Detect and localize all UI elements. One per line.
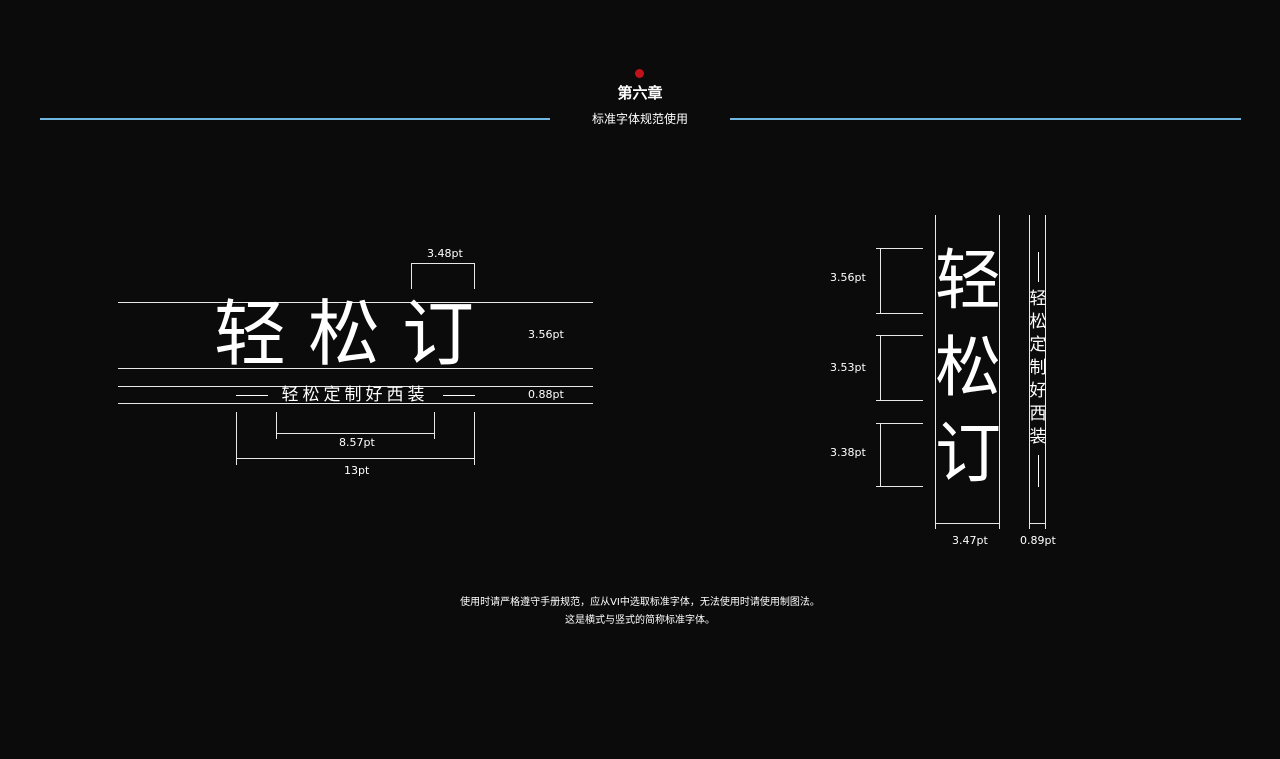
dim-logo-width-label: 3.47pt (952, 534, 988, 547)
guide-slogan-bottom (118, 403, 593, 404)
logo-vertical-char: 订 (935, 415, 1001, 492)
guide-logo-right (999, 215, 1000, 529)
logo-vertical-char: 松 (935, 329, 1001, 406)
logo-horizontal: 轻松订 (213, 292, 496, 376)
bracket2-bar (880, 335, 881, 401)
dim-slogan-bar (276, 433, 435, 434)
dim-slogan-height-label: 0.88pt (528, 388, 564, 401)
slogan-v-dash-bottom (1038, 455, 1039, 487)
guide-logo-left (935, 215, 936, 529)
dim-top-right-tick (474, 263, 475, 289)
slogan-vertical-char: 定 (1029, 335, 1047, 355)
dim-logo-width-bar (935, 523, 1000, 524)
slogan-v-dash-top (1038, 252, 1039, 282)
bracket1-bottom (876, 313, 923, 314)
guide-slogan-top (118, 386, 593, 387)
guide-logo-bottom (118, 368, 593, 369)
dim-char1-label: 3.56pt (830, 271, 866, 284)
dim-slogan-left-tick (276, 412, 277, 439)
dim-top-bar (411, 263, 475, 264)
bracket1-top (876, 248, 923, 249)
dim-slogan-right-tick (434, 412, 435, 439)
dim-total-bar (236, 458, 475, 459)
slogan-vertical-char: 松 (1029, 312, 1047, 332)
slogan-vertical-char: 好 (1029, 381, 1047, 401)
bracket2-bottom (876, 400, 923, 401)
dim-total-left-tick (236, 412, 237, 465)
slogan-vertical-char: 装 (1029, 427, 1047, 447)
logo-vertical-char: 轻 (935, 242, 1001, 319)
bracket2-top (876, 335, 923, 336)
dim-slogan-width-label-v: 0.89pt (1020, 534, 1056, 547)
dim-top-left-tick (411, 263, 412, 289)
dim-slogan-width-label: 8.57pt (339, 436, 375, 449)
guide-logo-top (118, 302, 593, 303)
guide-slogan-right (1045, 215, 1046, 529)
chapter-dot-icon (635, 69, 644, 78)
header-rule-right (730, 118, 1241, 120)
dim-char2-label: 3.53pt (830, 361, 866, 374)
bracket3-top (876, 423, 923, 424)
dim-total-width-label: 13pt (344, 464, 370, 477)
guide-slogan-left (1029, 215, 1030, 529)
note-line-2: 这是横式与竖式的简称标准字体。 (565, 615, 715, 626)
bracket3-bar (880, 423, 881, 487)
header-rule-left (40, 118, 550, 120)
slogan-vertical-char: 西 (1029, 404, 1047, 424)
note-line-1: 使用时请严格遵守手册规范，应从VI中选取标准字体，无法使用时请使用制图法。 (460, 597, 820, 608)
dim-top-width-label: 3.48pt (427, 247, 463, 260)
dim-char3-label: 3.38pt (830, 446, 866, 459)
dim-slogan-width-bar (1029, 523, 1046, 524)
slogan-dash-right (443, 395, 475, 396)
bracket1-bar (880, 248, 881, 314)
slogan-vertical-char: 轻 (1029, 289, 1047, 309)
slogan-horizontal: 轻松定制好西装 (281, 385, 429, 405)
chapter-title: 第六章 (617, 84, 663, 102)
bracket3-bottom (876, 486, 923, 487)
slogan-dash-left (236, 395, 268, 396)
dim-logo-height-label: 3.56pt (528, 328, 564, 341)
dim-total-right-tick (474, 412, 475, 465)
slogan-vertical-char: 制 (1029, 358, 1047, 378)
chapter-subtitle: 标准字体规范使用 (591, 112, 688, 126)
